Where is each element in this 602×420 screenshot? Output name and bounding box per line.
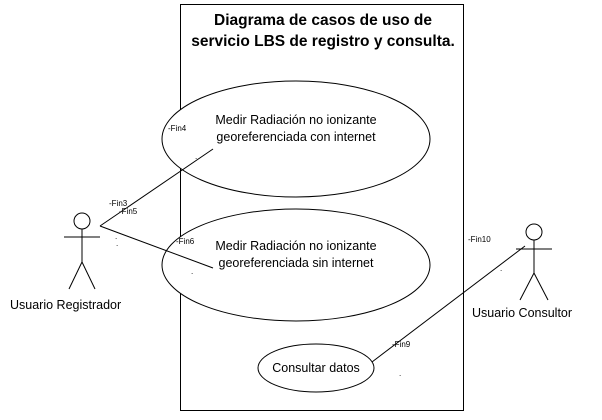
use-case-ellipse-consultar[interactable]: [257, 343, 375, 393]
association-end-label: -Fin4: [168, 124, 187, 133]
diagram-title: Diagrama de casos de uso de servicio LBS…: [191, 12, 455, 50]
actor-registrador-figure[interactable]: [64, 212, 100, 290]
association-end-label: -Fin6: [176, 237, 195, 246]
actor-consultor-figure[interactable]: [516, 223, 552, 301]
association-registrador-sin-internet[interactable]: [99, 225, 214, 269]
use-case-label-con-internet: Medir Radiación no ionizante georeferenc…: [215, 113, 377, 144]
decoration-dot: .: [399, 369, 402, 378]
use-case-label-sin-internet: Medir Radiación no ionizante georeferenc…: [215, 239, 377, 270]
association-consultor-consultar[interactable]: [371, 245, 526, 363]
decoration-dot: .: [115, 232, 118, 241]
association-end-label: -Fin5: [119, 207, 138, 216]
association-registrador-con-internet[interactable]: [99, 148, 214, 227]
decoration-dot: .: [500, 264, 503, 273]
actor-label-consultor: Usuario Consultor: [472, 306, 573, 320]
association-end-label: -Fin9: [392, 340, 411, 349]
use-case-label-consultar: Consultar datos: [272, 361, 360, 375]
association-end-label: -Fin3: [109, 199, 128, 208]
actor-label-registrador: Usuario Registrador: [10, 298, 122, 312]
decoration-dot: .: [195, 152, 198, 161]
decoration-dot: .: [191, 267, 194, 276]
use-case-ellipse-sin-internet[interactable]: [161, 208, 431, 322]
use-case-ellipse-con-internet[interactable]: [161, 80, 431, 198]
decoration-dot: .: [116, 239, 119, 248]
system-boundary: [180, 4, 464, 411]
association-end-label: -Fin10: [468, 235, 491, 244]
